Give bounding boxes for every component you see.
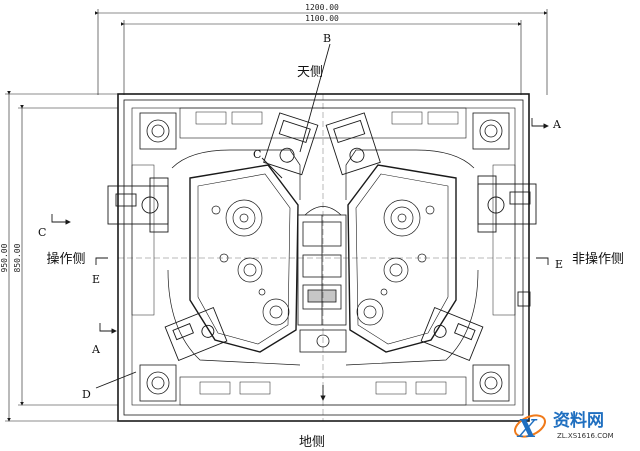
watermark-logo-icon: X xyxy=(514,414,546,443)
section-mark-e-right: E xyxy=(555,258,563,271)
section-mark-c-upper: C xyxy=(253,148,261,161)
section-mark-a-left: A xyxy=(91,343,101,356)
core-mechanisms xyxy=(211,199,435,326)
dim-height-outer: 950.00 xyxy=(0,243,9,272)
center-block xyxy=(297,206,347,353)
svg-text:X: X xyxy=(516,414,538,443)
section-mark-c-left: C xyxy=(38,226,46,239)
section-arrows xyxy=(51,43,549,401)
dimension-lines xyxy=(5,9,548,422)
section-mark-d: D xyxy=(82,388,91,401)
watermark-url: ZL.XS1616.COM xyxy=(557,432,614,440)
cavity-outlines xyxy=(167,149,479,366)
guide-pillars xyxy=(139,112,510,402)
section-mark-e-left: E xyxy=(92,273,100,286)
section-mark-a-top-right: A xyxy=(552,118,562,131)
label-right-side: 非操作侧 xyxy=(572,251,624,267)
section-mark-b: B xyxy=(323,32,331,45)
label-bottom-side: 地侧 xyxy=(299,435,325,450)
label-top-side: 天侧 xyxy=(297,65,323,80)
dim-width-inner: 1100.00 xyxy=(305,14,339,23)
label-left-side: 操作侧 xyxy=(46,251,85,267)
dim-height-inner: 850.00 xyxy=(13,243,22,272)
mold-outline xyxy=(117,93,530,422)
dim-width-outer: 1200.00 xyxy=(305,3,339,12)
watermark-brand: 资料网 xyxy=(553,410,604,431)
watermark: X 资料网 ZL.XS1616.COM xyxy=(514,410,614,443)
slider-blocks xyxy=(107,112,537,362)
